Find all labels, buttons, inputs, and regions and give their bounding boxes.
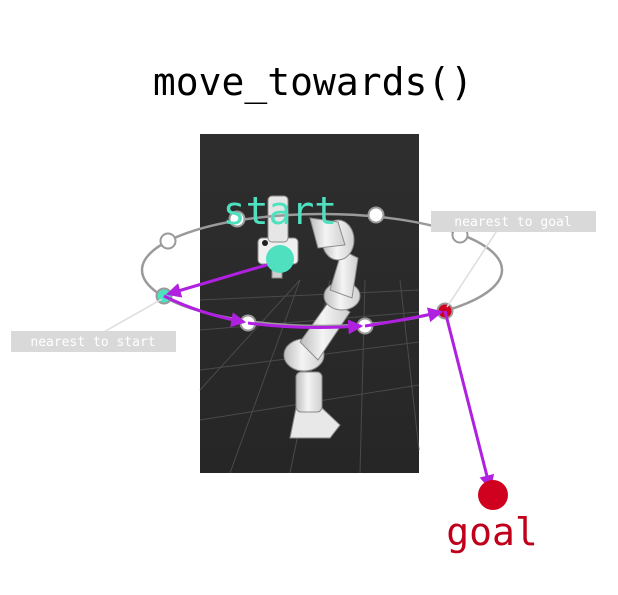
title: move_towards() bbox=[153, 60, 473, 105]
goal-marker bbox=[478, 480, 508, 510]
goal-label: goal bbox=[446, 510, 538, 554]
path-arrows bbox=[163, 259, 495, 491]
sample-node bbox=[159, 232, 177, 250]
arrow-along-ellipse-3 bbox=[364, 307, 444, 328]
arrow-along-ellipse-2 bbox=[247, 319, 364, 335]
sample-node bbox=[228, 210, 246, 228]
sample-node bbox=[367, 206, 385, 224]
nearest-to-goal-callout: nearest to goal bbox=[431, 211, 596, 232]
nearest-to-start-leader bbox=[94, 298, 163, 338]
nearest-to-start-callout: nearest to start bbox=[11, 331, 176, 352]
start-marker bbox=[266, 245, 294, 273]
arrow-start-to-nearest bbox=[165, 259, 281, 298]
nearest-to-goal-leader bbox=[446, 225, 501, 308]
arrow-along-ellipse-1 bbox=[163, 294, 247, 328]
start-label: start bbox=[223, 189, 337, 233]
arrow-nearest-to-goal bbox=[443, 310, 495, 491]
nearest-to-goal-text: nearest to goal bbox=[454, 215, 571, 230]
robot-viewport bbox=[199, 134, 420, 474]
nearest-to-start-text: nearest to start bbox=[30, 335, 155, 350]
